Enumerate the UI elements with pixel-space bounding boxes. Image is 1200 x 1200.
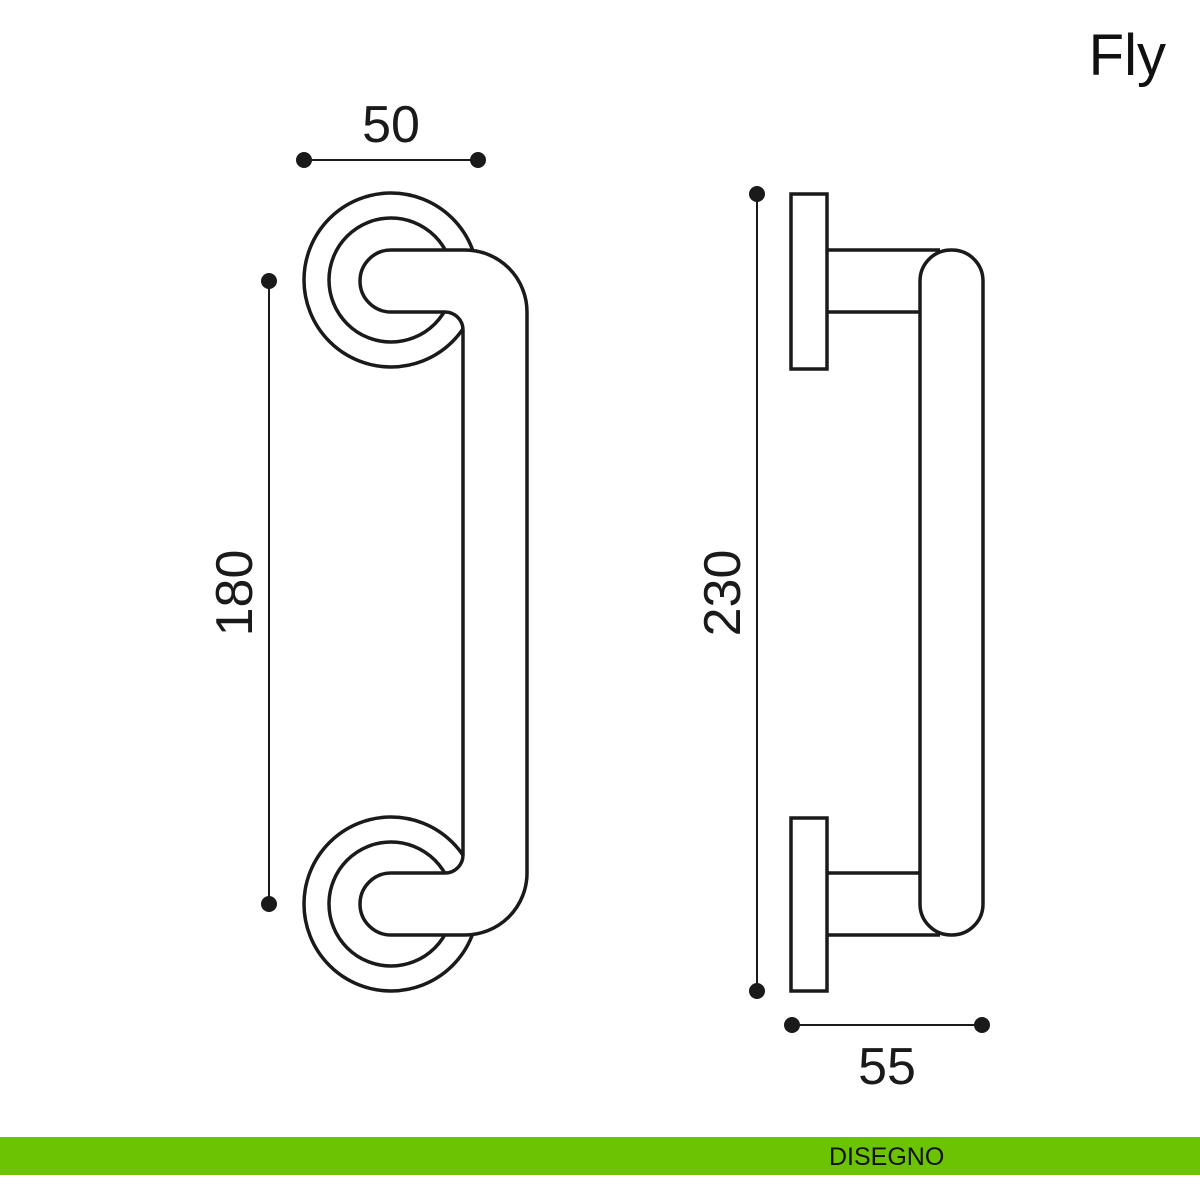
- dimension-label-180: 180: [206, 550, 264, 637]
- dimension-180: 180: [206, 273, 277, 912]
- bottom-plate: [789, 816, 829, 993]
- dimension-label-55: 55: [858, 1038, 916, 1096]
- side-view: [789, 192, 985, 993]
- footer-bar: DISEGNO: [0, 1137, 1200, 1175]
- handle-bar-side: [918, 248, 985, 937]
- dimension-label-50: 50: [362, 96, 420, 154]
- dimension-55: 55: [784, 1017, 990, 1096]
- footer-label: DISEGNO: [829, 1143, 945, 1171]
- dimension-50: 50: [296, 96, 486, 168]
- dimension-label-230: 230: [694, 550, 752, 637]
- front-view: [302, 191, 529, 993]
- product-title: Fly: [1088, 23, 1166, 88]
- handle-bar-front: [358, 248, 529, 937]
- dimension-230: 230: [694, 186, 765, 999]
- top-plate: [789, 192, 829, 371]
